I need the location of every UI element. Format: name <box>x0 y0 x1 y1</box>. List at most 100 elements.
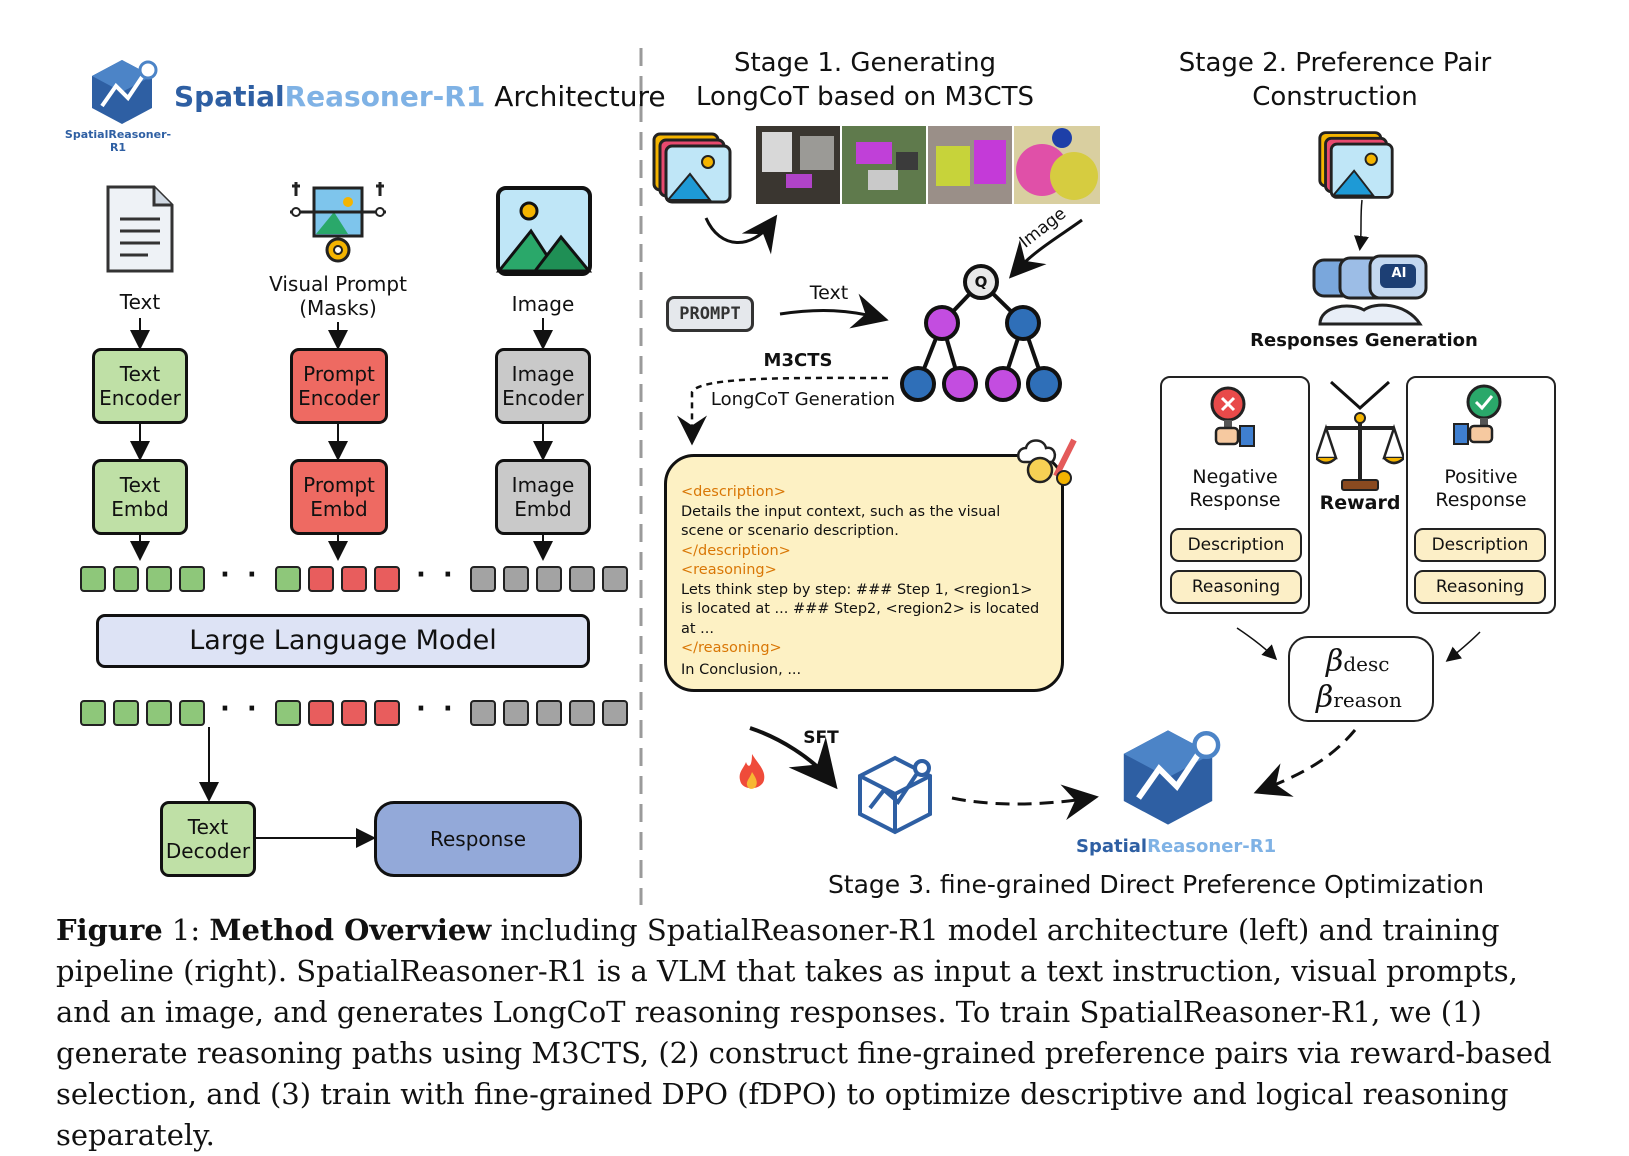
robot-badge: AI <box>1391 266 1407 281</box>
m3cts-label: M3CTS <box>763 350 833 371</box>
ellipsis: · · · <box>416 560 484 590</box>
positive-line1: Positive <box>1444 466 1518 488</box>
architecture-title: SpatialReasoner-R1 Architecture <box>174 80 666 113</box>
negative-description-pill: Description <box>1170 528 1302 562</box>
prompt-embd-line2: Embd <box>310 497 368 521</box>
tree-node <box>1026 366 1062 402</box>
stage3-title: Stage 3. fine-grained Direct Preference … <box>827 870 1485 899</box>
text-decoder-line1: Text <box>187 815 229 839</box>
token <box>146 566 172 592</box>
robot-icon <box>1312 254 1428 326</box>
image-embd-line1: Image <box>511 473 575 497</box>
token <box>374 700 400 726</box>
description-close-tag: </description> <box>681 542 791 559</box>
title-rest: Architecture <box>494 80 666 113</box>
stage1-title: Stage 1. Generating LongCoT based on M3C… <box>680 46 1050 114</box>
responses-generation-label: Responses Generation <box>1250 330 1478 351</box>
description-open-tag: <description> <box>681 484 786 500</box>
token <box>374 566 400 592</box>
sft-label: SFT <box>803 728 839 748</box>
stage3-logo-suffix: Reasoner-R1 <box>1147 836 1277 857</box>
ellipsis: · · · <box>220 560 288 590</box>
token <box>113 566 139 592</box>
token <box>341 700 367 726</box>
token <box>308 700 334 726</box>
visual-prompt-line2: (Masks) <box>299 296 377 320</box>
positive-line2: Response <box>1435 489 1527 511</box>
token <box>275 700 301 726</box>
prompt-encoder-line2: Encoder <box>298 386 380 410</box>
thumbs-down-icon <box>1210 386 1255 447</box>
token <box>179 700 205 726</box>
text-embd-line1: Text <box>119 473 161 497</box>
idea-icon <box>1017 438 1077 486</box>
prompt-badge-label: PROMPT <box>679 304 741 324</box>
positive-description-pill: Description <box>1414 528 1546 562</box>
beta-symbol: β <box>1326 644 1344 679</box>
stage2-title-line1: Stage 2. Preference Pair <box>1178 48 1492 78</box>
visual-prompt-icon <box>290 182 386 263</box>
positive-reasoning-pill: Reasoning <box>1414 570 1546 604</box>
text-embd-line2: Embd <box>111 497 169 521</box>
beta-desc-subscript: desc <box>1343 652 1390 676</box>
stage1-title-line1: Stage 1. Generating <box>733 48 997 78</box>
figure-word: Figure <box>56 913 163 947</box>
caption-text: including SpatialReasoner-R1 model archi… <box>56 913 1552 1152</box>
image-encoder-line2: Encoder <box>502 386 584 410</box>
conclusion-text: In Conclusion, ... <box>681 661 802 678</box>
beta-desc: βdesc <box>1326 644 1389 679</box>
token <box>308 566 334 592</box>
response-box: Response <box>374 801 582 877</box>
token <box>569 566 595 592</box>
reasoning-close-tag: </reasoning> <box>681 640 782 656</box>
beta-weights-box: βdesc βreason <box>1288 636 1434 722</box>
stage1-title-line2: LongCoT based on M3CTS <box>695 82 1035 112</box>
input-label-text: Text <box>119 290 161 314</box>
stage3-logo-prefix: Spatial <box>1076 836 1148 857</box>
balance-scale-icon <box>1316 412 1404 491</box>
longcot-label: LongCoT Generation <box>710 389 896 410</box>
token <box>470 566 496 592</box>
token <box>569 700 595 726</box>
text-arrow-label: Text <box>809 282 849 304</box>
reward-label: Reward <box>1319 492 1401 514</box>
token <box>470 700 496 726</box>
token <box>179 566 205 592</box>
beta-reason: βreason <box>1316 680 1402 715</box>
tree-root-node: Q <box>963 264 999 300</box>
thumbs-up-icon <box>1453 384 1502 445</box>
prompt-badge-icon: PROMPT <box>666 296 754 332</box>
fire-icon <box>739 754 765 789</box>
token <box>503 566 529 592</box>
input-label-image: Image <box>511 292 575 316</box>
ellipsis: · · · <box>220 694 288 724</box>
reasoning-open-tag: <reasoning> <box>681 562 777 578</box>
positive-response-label: Positive Response <box>1406 466 1556 512</box>
tree-node <box>942 366 978 402</box>
token <box>146 700 172 726</box>
token <box>602 700 628 726</box>
image-encoder-line1: Image <box>511 362 575 386</box>
image-icon <box>495 186 593 276</box>
description-body: Details the input context, such as the v… <box>681 503 1001 540</box>
beta-symbol: β <box>1316 680 1334 715</box>
tree-node <box>924 305 960 341</box>
figure-caption: Figure 1: Method Overview including Spat… <box>56 910 1576 1156</box>
tree-node <box>900 366 936 402</box>
token <box>341 566 367 592</box>
visual-prompt-line1: Visual Prompt <box>269 272 407 296</box>
caption-bold: Method Overview <box>209 913 492 947</box>
hexagon-logo-icon <box>1123 730 1221 825</box>
token <box>536 566 562 592</box>
token <box>503 700 529 726</box>
image-embd-line2: Embd <box>514 497 572 521</box>
token <box>536 700 562 726</box>
text-encoder-line1: Text <box>119 362 161 386</box>
document-icon <box>106 185 174 273</box>
